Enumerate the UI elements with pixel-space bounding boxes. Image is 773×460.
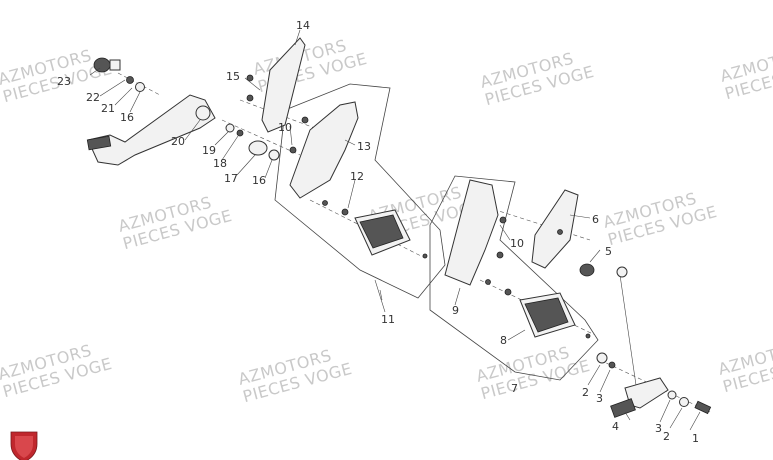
callout-13: 13 (357, 140, 371, 153)
bolt (499, 216, 507, 224)
callout-22: 22 (86, 91, 100, 104)
washer (679, 397, 689, 407)
watermark-7: AZMOTORS PIECES VOGE (601, 189, 719, 250)
pin (322, 200, 328, 206)
callout-19: 19 (202, 144, 216, 157)
right-footrest-bracket (444, 179, 499, 286)
callout-17: 17 (224, 172, 238, 185)
shift-rod-end (579, 263, 595, 277)
callout-20: 20 (171, 135, 185, 148)
alignment-line (479, 204, 591, 241)
spring-clip (225, 123, 235, 133)
callout-4: 4 (612, 420, 619, 433)
brake-clevis-body (109, 59, 121, 71)
callout-6: 6 (592, 213, 599, 226)
azmotors-shield-logo (10, 431, 38, 460)
brake-pedal (87, 94, 216, 166)
callout-16: 16 (252, 174, 266, 187)
nut (608, 361, 616, 369)
left-heel-guard (261, 37, 306, 133)
washer (268, 149, 280, 161)
callout-21: 21 (101, 102, 115, 115)
bolt (289, 146, 297, 154)
callout-9: 9 (452, 304, 459, 317)
small-washer (236, 129, 244, 137)
brake-pedal-pad (86, 135, 112, 151)
callout-7: 7 (511, 382, 518, 395)
callout-16: 16 (120, 111, 134, 124)
watermark-11: AZMOTORS PIECES VOGE (716, 336, 773, 397)
watermark-8: AZMOTORS PIECES VOGE (0, 341, 114, 402)
watermark-5: AZMOTORS PIECES VOGE (116, 193, 234, 254)
right-heel-guard (531, 189, 579, 269)
callout-3: 3 (655, 422, 662, 435)
bolt (496, 251, 504, 259)
callout-3: 3 (596, 392, 603, 405)
bolt (557, 229, 563, 235)
callout-23: 23 (57, 75, 71, 88)
alignment-line (599, 359, 711, 413)
bolt (694, 400, 712, 415)
watermark-9: AZMOTORS PIECES VOGE (236, 346, 354, 407)
callout-14: 14 (296, 19, 310, 32)
spring (504, 288, 512, 296)
watermark-3: AZMOTORS PIECES VOGE (478, 49, 596, 110)
callout-2: 2 (663, 430, 670, 443)
brake-pedal-pivot (195, 105, 211, 121)
callout-15: 15 (226, 70, 240, 83)
brake-washer (135, 82, 145, 92)
clip (422, 253, 428, 259)
bolt (246, 94, 254, 102)
callout-1: 1 (692, 432, 699, 445)
callout-10: 10 (278, 121, 292, 134)
pin (485, 279, 491, 285)
left-footrest-bracket (289, 101, 359, 199)
brake-pin (126, 76, 134, 84)
bushing (248, 140, 268, 156)
washer (667, 390, 677, 400)
callout-11: 11 (381, 313, 395, 326)
brake-clevis (93, 57, 111, 73)
shift-rod (619, 274, 637, 386)
shift-rod-joint (616, 266, 628, 278)
callout-labels: 1 2 2 3 3 4 5 6 7 8 9 10 10 11 12 13 14 … (57, 19, 699, 445)
callout-18: 18 (213, 157, 227, 170)
group-outline-left-footrest (274, 83, 446, 299)
callout-8: 8 (500, 334, 507, 347)
bolt (301, 116, 309, 124)
callout-10: 10 (510, 237, 524, 250)
spring (341, 208, 349, 216)
watermark-10: AZMOTORS PIECES VOGE (474, 343, 592, 404)
left-footpeg-rubber (359, 214, 404, 249)
watermark-4: AZMOTORS PIECES VOGE (718, 43, 773, 104)
callout-2: 2 (582, 386, 589, 399)
alignment-line (221, 119, 301, 156)
shift-lever-peg (610, 398, 636, 418)
right-footpeg-rubber (524, 297, 569, 333)
callout-12: 12 (350, 170, 364, 183)
clip (585, 333, 591, 339)
washer (596, 352, 608, 364)
group-outline-right-footrest (429, 175, 599, 381)
bolt (246, 74, 254, 82)
callout-5: 5 (605, 245, 612, 258)
leader-lines (89, 29, 701, 431)
